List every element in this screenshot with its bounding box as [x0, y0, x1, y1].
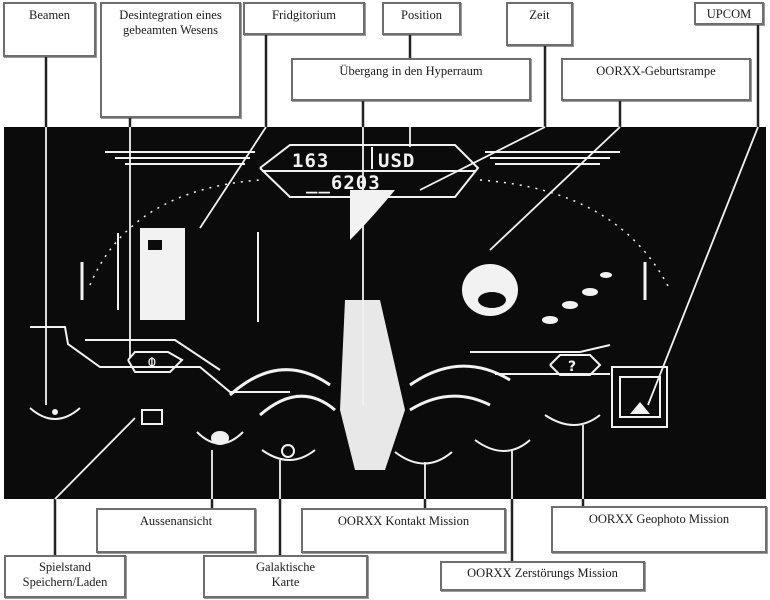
label-aussenansicht: Aussenansicht: [96, 508, 256, 553]
label-text-line2: Karte: [271, 575, 300, 589]
label-galaktische-karte: Galaktische Karte: [203, 555, 368, 598]
label-upcom: UPCOM: [694, 2, 764, 25]
label-text: OORXX Kontakt Mission: [337, 514, 470, 528]
label-text: UPCOM: [706, 7, 752, 21]
label-text: Position: [401, 8, 442, 22]
label-position: Position: [382, 2, 461, 35]
label-text: OORXX-Geburtsrampe: [596, 64, 716, 78]
label-kontakt-mission: OORXX Kontakt Mission: [301, 508, 506, 553]
hud-bottom-value: __6203: [306, 172, 381, 194]
label-text-line2: gebeamten Wesens: [123, 23, 218, 37]
label-beamen: Beamen: [3, 2, 96, 57]
label-text: Aussenansicht: [139, 514, 213, 528]
label-text-line1: Spielstand: [38, 560, 92, 574]
label-hyperraum: Übergang in den Hyperraum: [291, 58, 531, 101]
label-zeit: Zeit: [506, 2, 573, 46]
label-text: Übergang in den Hyperraum: [339, 64, 483, 78]
label-text-line1: Galaktische: [255, 560, 315, 574]
label-desintegration: Desintegration eines gebeamten Wesens: [100, 2, 241, 118]
label-text-line2: Speichern/Laden: [22, 575, 108, 589]
label-fridgitorium: Fridgitorium: [243, 2, 365, 35]
hud-top-left-value: 163: [292, 150, 330, 172]
label-zerstoerungs-mission: OORXX Zerstörungs Mission: [440, 561, 645, 591]
label-text: OORXX Geophoto Mission: [588, 512, 730, 526]
label-text: Zeit: [529, 8, 550, 22]
label-text: Beamen: [29, 8, 70, 22]
label-geophoto-mission: OORXX Geophoto Mission: [551, 506, 767, 553]
game-screen: [4, 127, 766, 499]
label-spielstand: Spielstand Speichern/Laden: [4, 555, 126, 598]
label-text: OORXX Zerstörungs Mission: [467, 566, 618, 580]
hud-top-right-value: USD: [378, 150, 416, 172]
label-text-line1: Desintegration eines: [119, 8, 222, 22]
label-geburtsrampe: OORXX-Geburtsrampe: [561, 58, 751, 101]
label-text: Fridgitorium: [272, 8, 336, 22]
